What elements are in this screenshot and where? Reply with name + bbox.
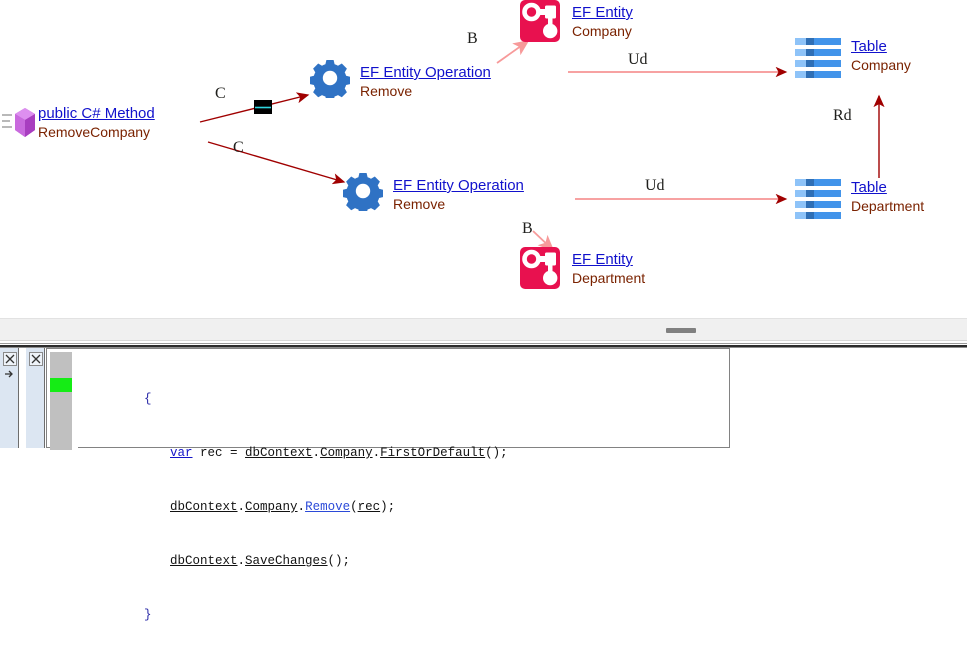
editor-gutter[interactable] <box>50 352 72 450</box>
code-token: . <box>297 500 306 514</box>
node-csharp-method[interactable]: public C# Method RemoveCompany <box>2 106 155 144</box>
node-subtitle: Department <box>572 270 646 286</box>
edge-label-ud-top: Ud <box>628 51 648 68</box>
auto-hide-icon[interactable] <box>3 368 15 380</box>
code-token: . <box>372 446 381 460</box>
code-token: (); <box>485 446 508 460</box>
ef-entity-icon <box>518 247 562 291</box>
node-table-company[interactable]: Table Company <box>795 36 911 78</box>
node-table-department[interactable]: Table Department <box>795 177 924 219</box>
csharp-method-icon <box>2 106 38 144</box>
code-token: rec = <box>192 446 246 460</box>
tool-window-strip-left[interactable] <box>0 348 19 448</box>
edge-label-rd: Rd <box>833 107 852 124</box>
node-title[interactable]: EF Entity Operation <box>360 64 491 81</box>
node-title[interactable]: EF Entity <box>572 251 633 268</box>
code-token: (); <box>327 554 351 568</box>
edge-selection-handle <box>254 100 272 114</box>
code-editor-panel[interactable]: { var rec = dbContext.Company.FirstOrDef… <box>46 348 730 622</box>
code-token-identifier: dbContext <box>245 446 313 460</box>
close-icon[interactable] <box>29 352 43 366</box>
code-token-identifier: dbContext <box>170 500 238 514</box>
code-token-identifier: Company <box>320 446 373 460</box>
node-subtitle: Remove <box>393 196 446 212</box>
edge-label-c-bottom: C <box>233 139 244 156</box>
ef-entity-icon <box>518 0 562 44</box>
code-token-identifier: Company <box>245 500 298 514</box>
node-subtitle: RemoveCompany <box>38 124 151 140</box>
node-ef-entity-operation-bottom[interactable]: EF Entity Operation Remove <box>342 171 524 214</box>
gear-icon <box>342 171 384 214</box>
node-title[interactable]: Table <box>851 38 887 55</box>
node-subtitle: Company <box>851 57 911 73</box>
application-window: C C B B Ud Ud Rd public C# Method Remove… <box>0 0 967 622</box>
node-subtitle: Department <box>851 198 925 214</box>
tool-window-strip-second[interactable] <box>26 348 45 448</box>
node-ef-entity-operation-top[interactable]: EF Entity Operation Remove <box>309 58 491 101</box>
strip-gap <box>19 348 25 448</box>
node-subtitle: Company <box>572 23 632 39</box>
panel-divider <box>0 340 967 348</box>
code-map-canvas[interactable]: C C B B Ud Ud Rd public C# Method Remove… <box>0 0 967 318</box>
horizontal-splitter[interactable] <box>0 318 967 341</box>
code-token-identifier: SaveChanges <box>245 554 328 568</box>
node-subtitle: Remove <box>360 83 413 99</box>
edge-b-top-line <box>496 39 530 64</box>
gear-icon <box>309 58 351 101</box>
code-token: } <box>144 608 152 622</box>
code-token: . <box>237 554 246 568</box>
code-token: . <box>237 500 246 514</box>
code-token: . <box>312 446 321 460</box>
close-icon[interactable] <box>3 352 17 366</box>
table-icon <box>795 36 841 78</box>
table-icon <box>795 177 841 219</box>
code-token-identifier: rec <box>357 500 381 514</box>
code-token-identifier: FirstOrDefault <box>380 446 486 460</box>
code-token-identifier: dbContext <box>170 554 238 568</box>
code-token-method: Remove <box>305 500 351 514</box>
gutter-gap <box>72 352 78 450</box>
code-token-keyword: var <box>170 446 193 460</box>
edge-label-b-top: B <box>467 30 478 47</box>
edge-c-bottom-line <box>207 141 346 185</box>
node-title[interactable]: EF Entity <box>572 4 633 21</box>
node-title[interactable]: public C# Method <box>38 105 155 122</box>
code-token: { <box>144 392 152 406</box>
code-token: ( <box>350 500 358 514</box>
node-title[interactable]: EF Entity Operation <box>393 177 524 194</box>
node-ef-entity-department[interactable]: EF Entity Department <box>518 247 645 291</box>
current-statement-marker <box>50 378 72 392</box>
edge-label-c-top: C <box>215 85 226 102</box>
code-editor-region[interactable]: { var rec = dbContext.Company.FirstOrDef… <box>0 348 967 622</box>
node-title[interactable]: Table <box>851 179 887 196</box>
splitter-grip[interactable] <box>666 328 696 333</box>
code-token: ); <box>380 500 396 514</box>
node-ef-entity-company[interactable]: EF Entity Company <box>518 0 633 44</box>
edge-label-ud-bottom: Ud <box>645 177 665 194</box>
edge-label-b-bottom: B <box>522 220 533 237</box>
code-text[interactable]: { var rec = dbContext.Company.FirstOrDef… <box>86 354 726 622</box>
